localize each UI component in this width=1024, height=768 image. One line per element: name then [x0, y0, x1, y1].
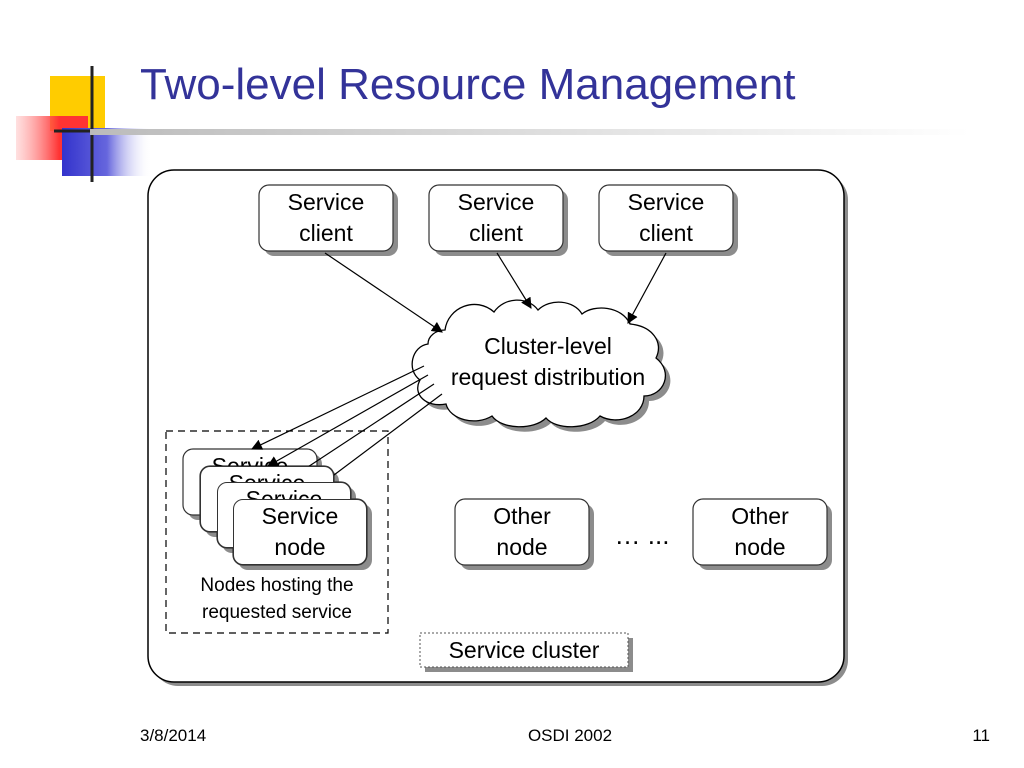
other-node-label: Other node	[455, 501, 589, 563]
node-label-line: Service	[261, 503, 339, 529]
footer-date: 3/8/2014	[140, 726, 207, 745]
cloud-label: Cluster-level request distribution	[420, 331, 676, 393]
service-client-box	[428, 184, 568, 256]
requested-service-group	[165, 430, 389, 634]
client-label-line: client	[639, 220, 693, 246]
client-label-line: Service	[457, 189, 535, 215]
client-label-line: client	[469, 220, 523, 246]
cloud-label-line: request distribution	[450, 364, 646, 390]
service-client-label: Service client	[259, 187, 393, 249]
ellipsis-text: … ...	[614, 520, 670, 550]
page-number: 11	[972, 726, 990, 745]
node-label-line: Other	[731, 503, 789, 529]
service-client-box	[258, 184, 398, 256]
group-label-line: Nodes hosting the	[200, 575, 354, 596]
service-client-label: Service client	[599, 187, 733, 249]
service-cluster-label-box	[419, 632, 633, 672]
client-request-arrows	[324, 252, 667, 333]
service-client-box	[598, 184, 738, 256]
footer-title: OSDI 2002	[527, 726, 613, 745]
client-label-line: Service	[287, 189, 365, 215]
distribution-arrows	[251, 365, 443, 500]
service-node-face	[233, 499, 367, 565]
slide-title: Two-level Resource Management	[140, 60, 796, 109]
node-label-line: node	[496, 534, 548, 560]
service-client-label: Service client	[429, 187, 563, 249]
other-node-label: Other node	[693, 501, 827, 563]
node-label-line: Other	[493, 503, 551, 529]
other-node-box	[692, 498, 832, 570]
node-label-line: node	[734, 534, 786, 560]
client-label-line: client	[299, 220, 353, 246]
service-node-label: Service node	[233, 501, 367, 563]
node-label-line: node	[274, 534, 326, 560]
logo-icon	[16, 66, 152, 182]
service-cluster-label: Service cluster	[448, 637, 600, 663]
client-label-line: Service	[627, 189, 705, 215]
cluster-level-distribution-cloud	[411, 299, 671, 432]
title-rule	[90, 129, 970, 135]
group-label-line: requested service	[202, 602, 352, 623]
group-label: Nodes hosting the requested service	[166, 572, 388, 626]
other-node-box	[454, 498, 594, 570]
cloud-label-line: Cluster-level	[484, 333, 612, 359]
